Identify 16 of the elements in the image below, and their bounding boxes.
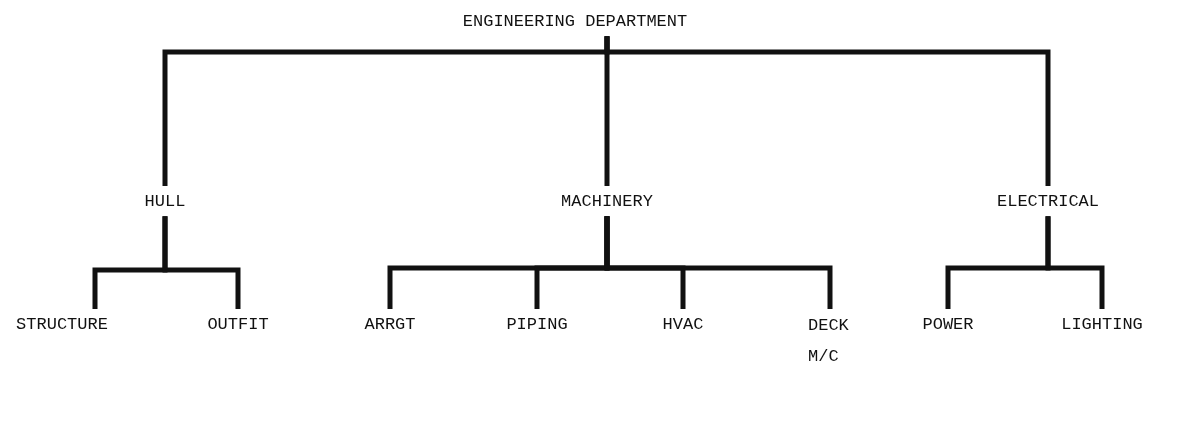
org-unit-label: ELECTRICAL: [997, 188, 1099, 216]
org-chart-connector: [162, 216, 241, 309]
org-chart-connector: [604, 216, 833, 309]
org-unit-label: PIPING: [506, 311, 568, 339]
org-unit-label: ENGINEERING DEPARTMENT: [462, 8, 688, 36]
org-unit-label: LIGHTING: [1061, 311, 1143, 339]
org-unit-label: POWER: [922, 311, 974, 339]
org-unit-label: OUTFIT: [207, 311, 269, 339]
org-unit-label: STRUCTURE: [16, 311, 108, 339]
org-unit-label: MACHINERY: [561, 188, 653, 216]
org-unit-label: HVAC: [662, 311, 704, 339]
org-unit-label: HULL: [144, 188, 186, 216]
org-unit-label: ARRGT: [364, 311, 416, 339]
org-chart-connector: [604, 36, 1051, 186]
org-unit-label: DECK M/C: [808, 311, 868, 373]
org-chart-connector: [1045, 216, 1105, 309]
